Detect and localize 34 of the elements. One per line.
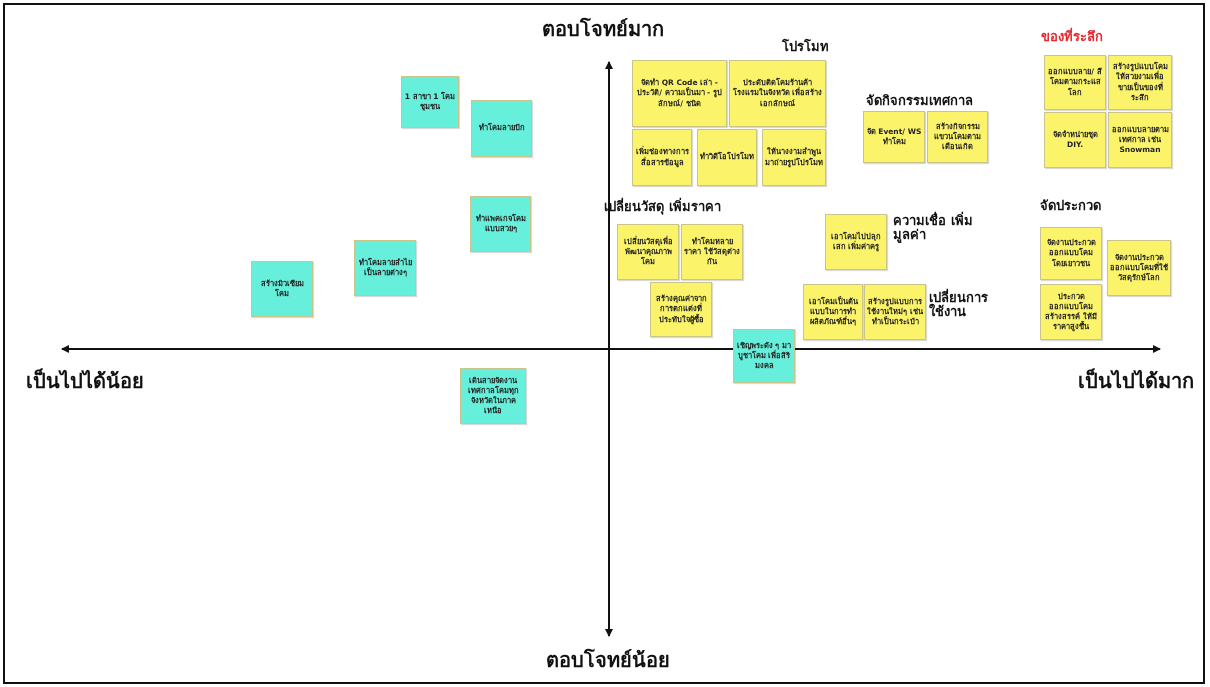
sticky-note — [733, 329, 795, 383]
axis-label: ตอบโจทย์มาก — [542, 18, 664, 40]
sticky-note — [470, 196, 531, 252]
sticky-note — [1044, 55, 1106, 110]
sticky-note — [354, 240, 416, 296]
sticky-note — [927, 111, 988, 163]
sticky-note — [650, 282, 712, 337]
sticky-note — [1108, 112, 1172, 168]
sticky-note — [251, 261, 313, 317]
sticky-note — [681, 224, 743, 280]
sticky-note — [1040, 284, 1102, 340]
sticky-note — [864, 284, 926, 340]
sticky-note — [460, 368, 526, 424]
sticky-note — [825, 214, 887, 270]
sticky-note — [729, 60, 826, 127]
group-heading: โปรโมท — [782, 40, 829, 55]
sticky-note — [617, 224, 679, 280]
sticky-note — [1107, 240, 1171, 296]
sticky-note — [1040, 227, 1102, 280]
axis-label: เป็นไปได้น้อย — [26, 370, 144, 392]
sticky-note — [803, 284, 863, 340]
sticky-note — [632, 60, 727, 127]
sticky-note — [401, 76, 459, 128]
axis-label: เป็นไปได้มาก — [1078, 370, 1194, 392]
sticky-note — [1044, 112, 1106, 168]
sticky-note — [863, 111, 925, 163]
sticky-note — [1108, 55, 1172, 110]
axis-label: ตอบโจทย์น้อย — [546, 649, 670, 671]
sticky-note — [632, 129, 692, 186]
sticky-note — [697, 129, 757, 186]
sticky-note — [471, 100, 532, 157]
sticky-note — [762, 129, 826, 186]
group-heading: จัดประกวด — [1040, 199, 1101, 214]
group-heading: จัดกิจกรรมเทศกาล — [866, 94, 973, 109]
